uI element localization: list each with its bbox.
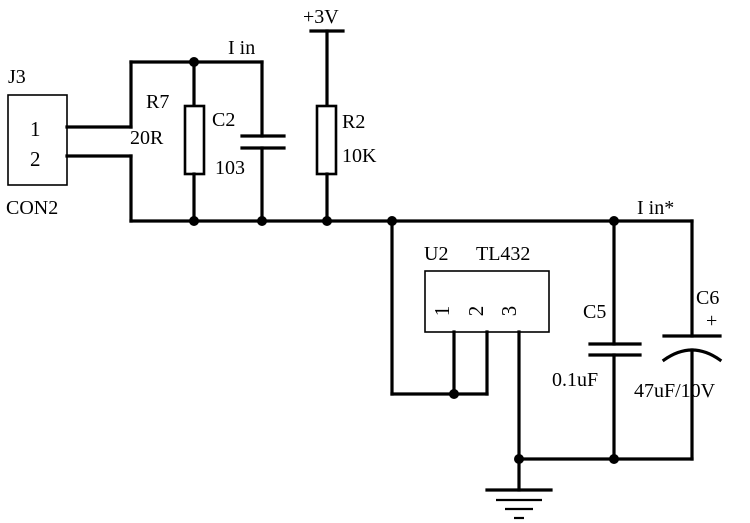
j3-label: J3: [8, 66, 26, 88]
i-in-star-label: I in*: [637, 197, 674, 219]
i-in-label: I in: [228, 37, 255, 59]
j3-type-label: CON2: [6, 197, 58, 219]
c6-label: C6: [696, 287, 719, 309]
r7-label: R7: [146, 91, 169, 113]
supply-label: +3V: [303, 6, 339, 28]
u2-pin3-label: 3: [497, 306, 521, 317]
c6-value: 47uF/10V: [634, 380, 716, 402]
r7-value: 20R: [130, 127, 164, 149]
junction-dot: [189, 216, 199, 226]
j3-pin2-label: 2: [30, 147, 41, 171]
junction-dot: [257, 216, 267, 226]
r2-label: R2: [342, 111, 365, 133]
c5-value: 0.1uF: [552, 369, 598, 391]
junction-dot: [322, 216, 332, 226]
junction-dot: [514, 454, 524, 464]
junction-dot: [387, 216, 397, 226]
u2-pin2-label: 2: [464, 306, 488, 317]
junction-dot: [189, 57, 199, 67]
u2-type: TL432: [476, 243, 530, 265]
junction-dot: [609, 454, 619, 464]
u2-body: [424, 270, 550, 333]
c6-plus-sign: +: [706, 310, 717, 332]
r2-resistor: [315, 104, 338, 176]
u2-label: U2: [424, 243, 448, 265]
c5-label: C5: [583, 301, 606, 323]
j3-connector-body: [7, 94, 68, 186]
r2-value: 10K: [342, 145, 377, 167]
junction-dot: [609, 216, 619, 226]
junction-dot: [449, 389, 459, 399]
c2-value: 103: [215, 157, 245, 179]
c2-label: C2: [212, 109, 235, 131]
u2-pin1-label: 1: [430, 306, 454, 317]
j3-pin1-label: 1: [30, 117, 41, 141]
r7-resistor: [183, 104, 206, 176]
